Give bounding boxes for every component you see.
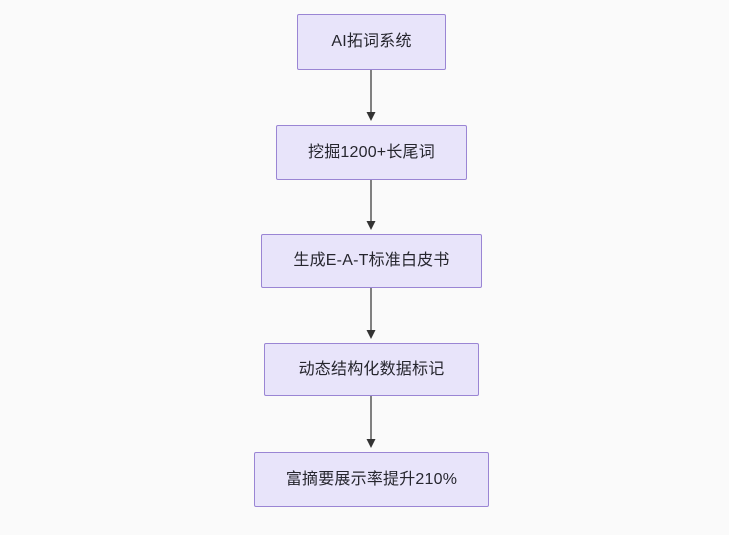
node-label: 生成E-A-T标准白皮书: [293, 252, 450, 270]
flowchart-node-ai-keyword-system[interactable]: AI拓词系统: [297, 14, 446, 70]
flowchart-node-dynamic-structured-data-markup[interactable]: 动态结构化数据标记: [264, 343, 479, 396]
flowchart-node-generate-eat-whitepaper[interactable]: 生成E-A-T标准白皮书: [261, 234, 482, 288]
node-label: 动态结构化数据标记: [298, 360, 445, 378]
node-label: 挖掘1200+长尾词: [308, 143, 435, 161]
flowchart-node-rich-snippet-impression-lift[interactable]: 富摘要展示率提升210%: [254, 452, 489, 507]
node-label: 富摘要展示率提升210%: [285, 470, 458, 488]
flowchart-node-mine-longtail-keywords[interactable]: 挖掘1200+长尾词: [276, 125, 467, 180]
node-label: AI拓词系统: [331, 33, 412, 51]
